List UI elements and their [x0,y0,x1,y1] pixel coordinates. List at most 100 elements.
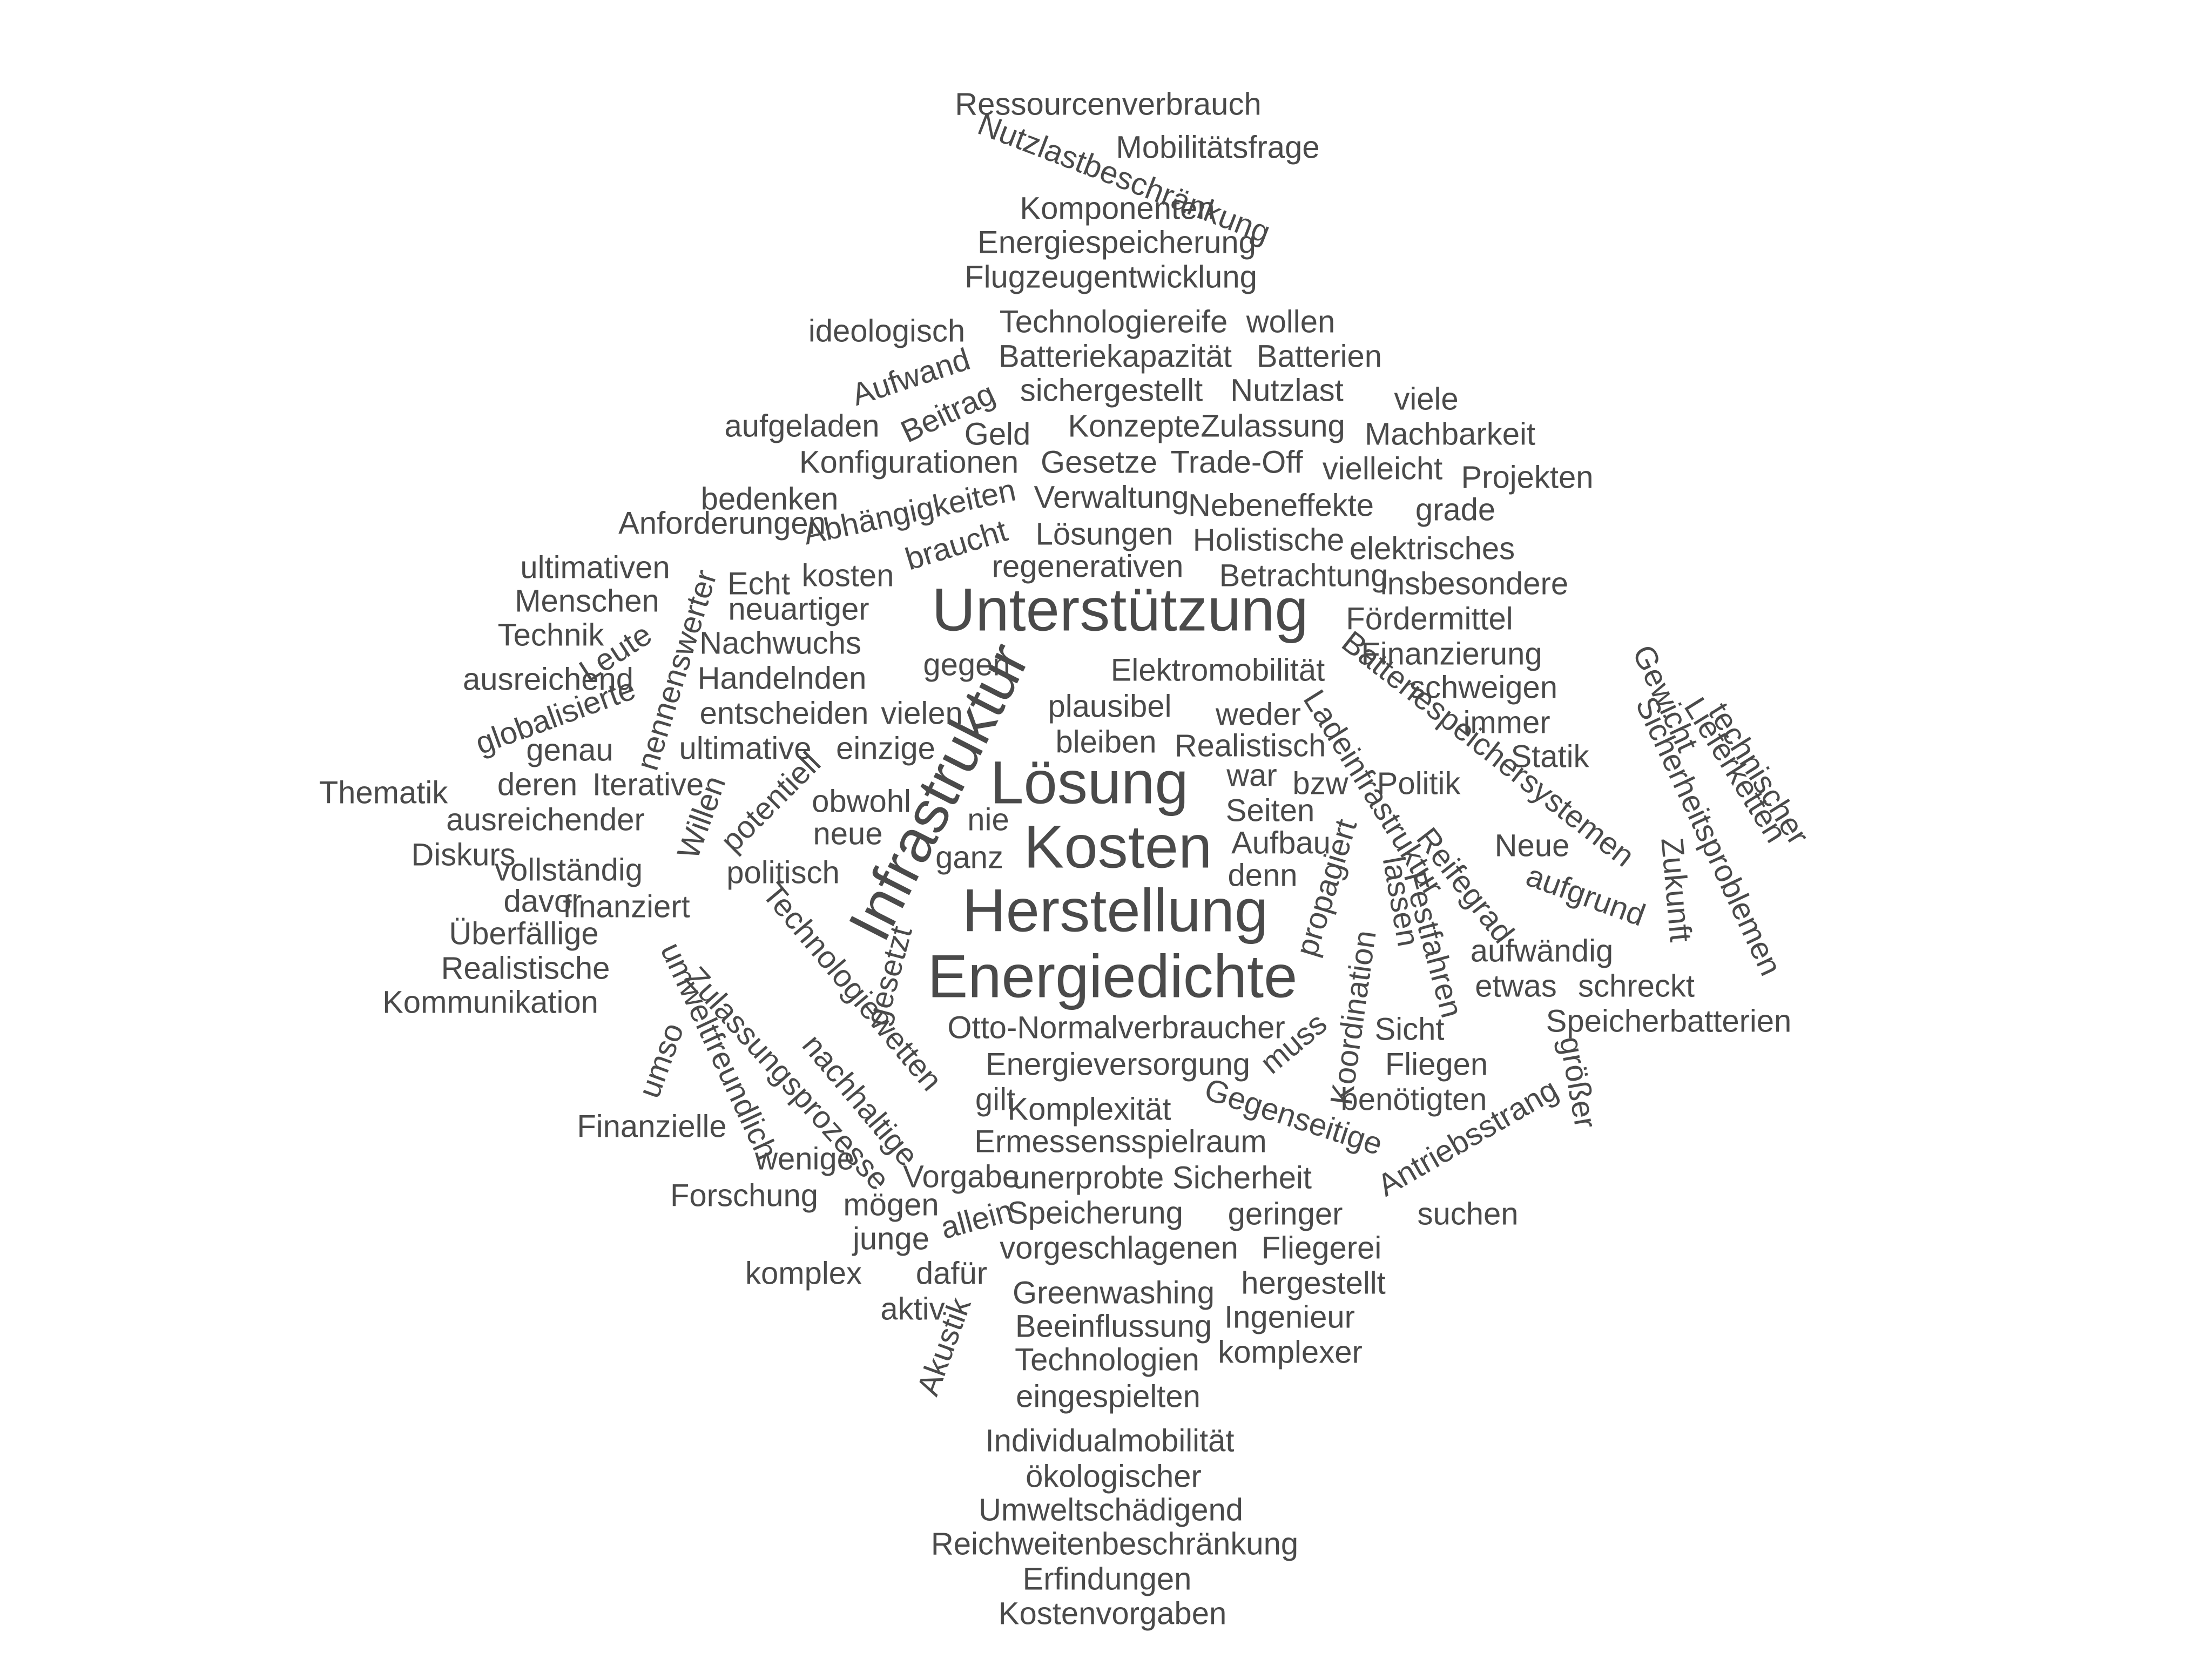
cloud-word: Konzepte [1068,408,1200,443]
cloud-word: Speicherbatterien [1546,1003,1792,1038]
cloud-word: komplex [745,1256,862,1291]
cloud-word: Kosten [1024,813,1212,881]
cloud-word: vielen [881,696,963,731]
cloud-word: ultimative [679,731,812,766]
cloud-word: vorgeschlagenen [1000,1230,1238,1265]
cloud-word: geringer [1228,1196,1343,1231]
cloud-word: gesetzt [859,922,919,1029]
cloud-word: Speicherung [1007,1195,1183,1230]
cloud-word: bleiben [1055,724,1156,759]
cloud-word: Zulassung [1201,408,1345,443]
cloud-word: einzige [836,731,935,766]
cloud-word: Echt [727,566,790,601]
cloud-word: ausreichender [446,802,645,837]
cloud-word: hergestellt [1241,1265,1386,1300]
cloud-word: genau [526,732,613,767]
cloud-word: aktiv [880,1291,945,1326]
cloud-word: Nebeneffekte [1188,488,1374,523]
cloud-word: Nachwuchs [699,625,861,660]
cloud-word: komplexer [1218,1334,1363,1370]
cloud-word: grade [1415,492,1495,527]
cloud-word: gegen [923,647,1010,682]
cloud-word: war [1226,758,1277,793]
cloud-word: insbesondere [1380,566,1568,601]
cloud-word: Greenwashing [1013,1275,1215,1310]
cloud-word: immer [1463,705,1550,740]
cloud-word: Fliegerei [1262,1230,1381,1265]
cloud-word: Handelnden [698,660,867,696]
cloud-word: Vorgabe [903,1159,1020,1194]
cloud-word: Sicherheit [1172,1160,1312,1195]
cloud-word: junge [852,1221,929,1256]
cloud-word: Lösung [990,749,1188,817]
cloud-word: Koordination [1324,928,1383,1108]
cloud-word: schreckt [1578,968,1695,1003]
cloud-word: größer [1553,1034,1603,1131]
cloud-word: aufgrund [1522,858,1650,933]
cloud-word: weder [1215,697,1301,732]
cloud-word: kosten [802,558,894,593]
cloud-word: Individualmobilität [985,1423,1234,1458]
cloud-word: Kommunikation [382,984,598,1020]
cloud-word: Mobilitätsfrage [1116,130,1319,165]
cloud-word: ultimativen [520,550,670,585]
cloud-word: eingespielten [1016,1379,1201,1414]
cloud-word: bzw [1292,766,1348,801]
cloud-word: Umweltschädigend [979,1492,1243,1527]
cloud-word: etwas [1475,968,1557,1003]
cloud-word: Menschen [515,583,659,618]
cloud-word: Otto-Normalverbraucher [947,1010,1285,1045]
cloud-word: aufwändig [1471,933,1613,968]
cloud-word: Erfindungen [1023,1561,1192,1596]
cloud-word: Batteriekapazität [999,339,1232,374]
cloud-word: Realistisch [1175,728,1326,763]
cloud-word: Finanzierung [1361,636,1542,671]
cloud-word: Zukunft [1654,836,1698,943]
cloud-word: deren [497,767,577,802]
cloud-word: Lösungen [1036,516,1174,551]
cloud-word: Konfigurationen [799,444,1019,480]
cloud-word: Nutzlast [1230,373,1344,408]
cloud-word: finanziert [563,889,690,924]
cloud-word: Energiespeicherung [977,225,1256,260]
cloud-word: Anforderungen [618,505,826,541]
cloud-word: Technologiereife [1000,304,1228,339]
cloud-word: Seiten [1226,793,1314,828]
cloud-word: Gesetze [1041,444,1157,480]
cloud-word: Komponenten [1020,191,1215,226]
cloud-word: ganz [935,840,1003,875]
cloud-word: wollen [1246,304,1335,339]
cloud-word: Fliegen [1385,1047,1488,1082]
cloud-word: Iterative [592,767,704,802]
cloud-word: Politik [1377,766,1461,801]
cloud-word: Kostenvorgaben [999,1596,1226,1631]
cloud-word: suchen [1417,1196,1518,1231]
cloud-word: ideologisch [808,313,965,348]
cloud-word: Realistische [441,950,610,986]
cloud-word: Komplexität [1007,1091,1171,1127]
cloud-word: ökologischer [1026,1459,1202,1494]
cloud-word: Flugzeugentwicklung [965,259,1257,294]
cloud-word: Energieversorgung [986,1047,1250,1082]
cloud-word: schweigen [1410,670,1557,705]
cloud-word: Thematik [319,775,449,810]
cloud-word: Herstellung [962,877,1269,945]
cloud-word: plausibel [1048,689,1172,724]
cloud-word: entscheiden [700,696,869,731]
cloud-word: viele [1394,381,1458,416]
cloud-word: Technik [498,617,605,652]
cloud-word: Überfällige [449,916,598,951]
cloud-word: Verwaltung [1034,480,1189,515]
cloud-word: Betrachtung [1219,558,1388,593]
cloud-word: Ermessensspielraum [974,1124,1267,1159]
cloud-word: Geld [965,416,1031,451]
cloud-word: Holistische [1193,522,1344,557]
cloud-word: Diskurs [411,837,515,872]
cloud-word: Statik [1510,739,1589,774]
cloud-word: Neue [1495,828,1570,863]
cloud-word: Beeinflussung [1015,1309,1212,1344]
cloud-word: Energiedichte [928,943,1298,1010]
cloud-word: Projekten [1461,460,1593,495]
cloud-word: Forschung [670,1178,818,1213]
